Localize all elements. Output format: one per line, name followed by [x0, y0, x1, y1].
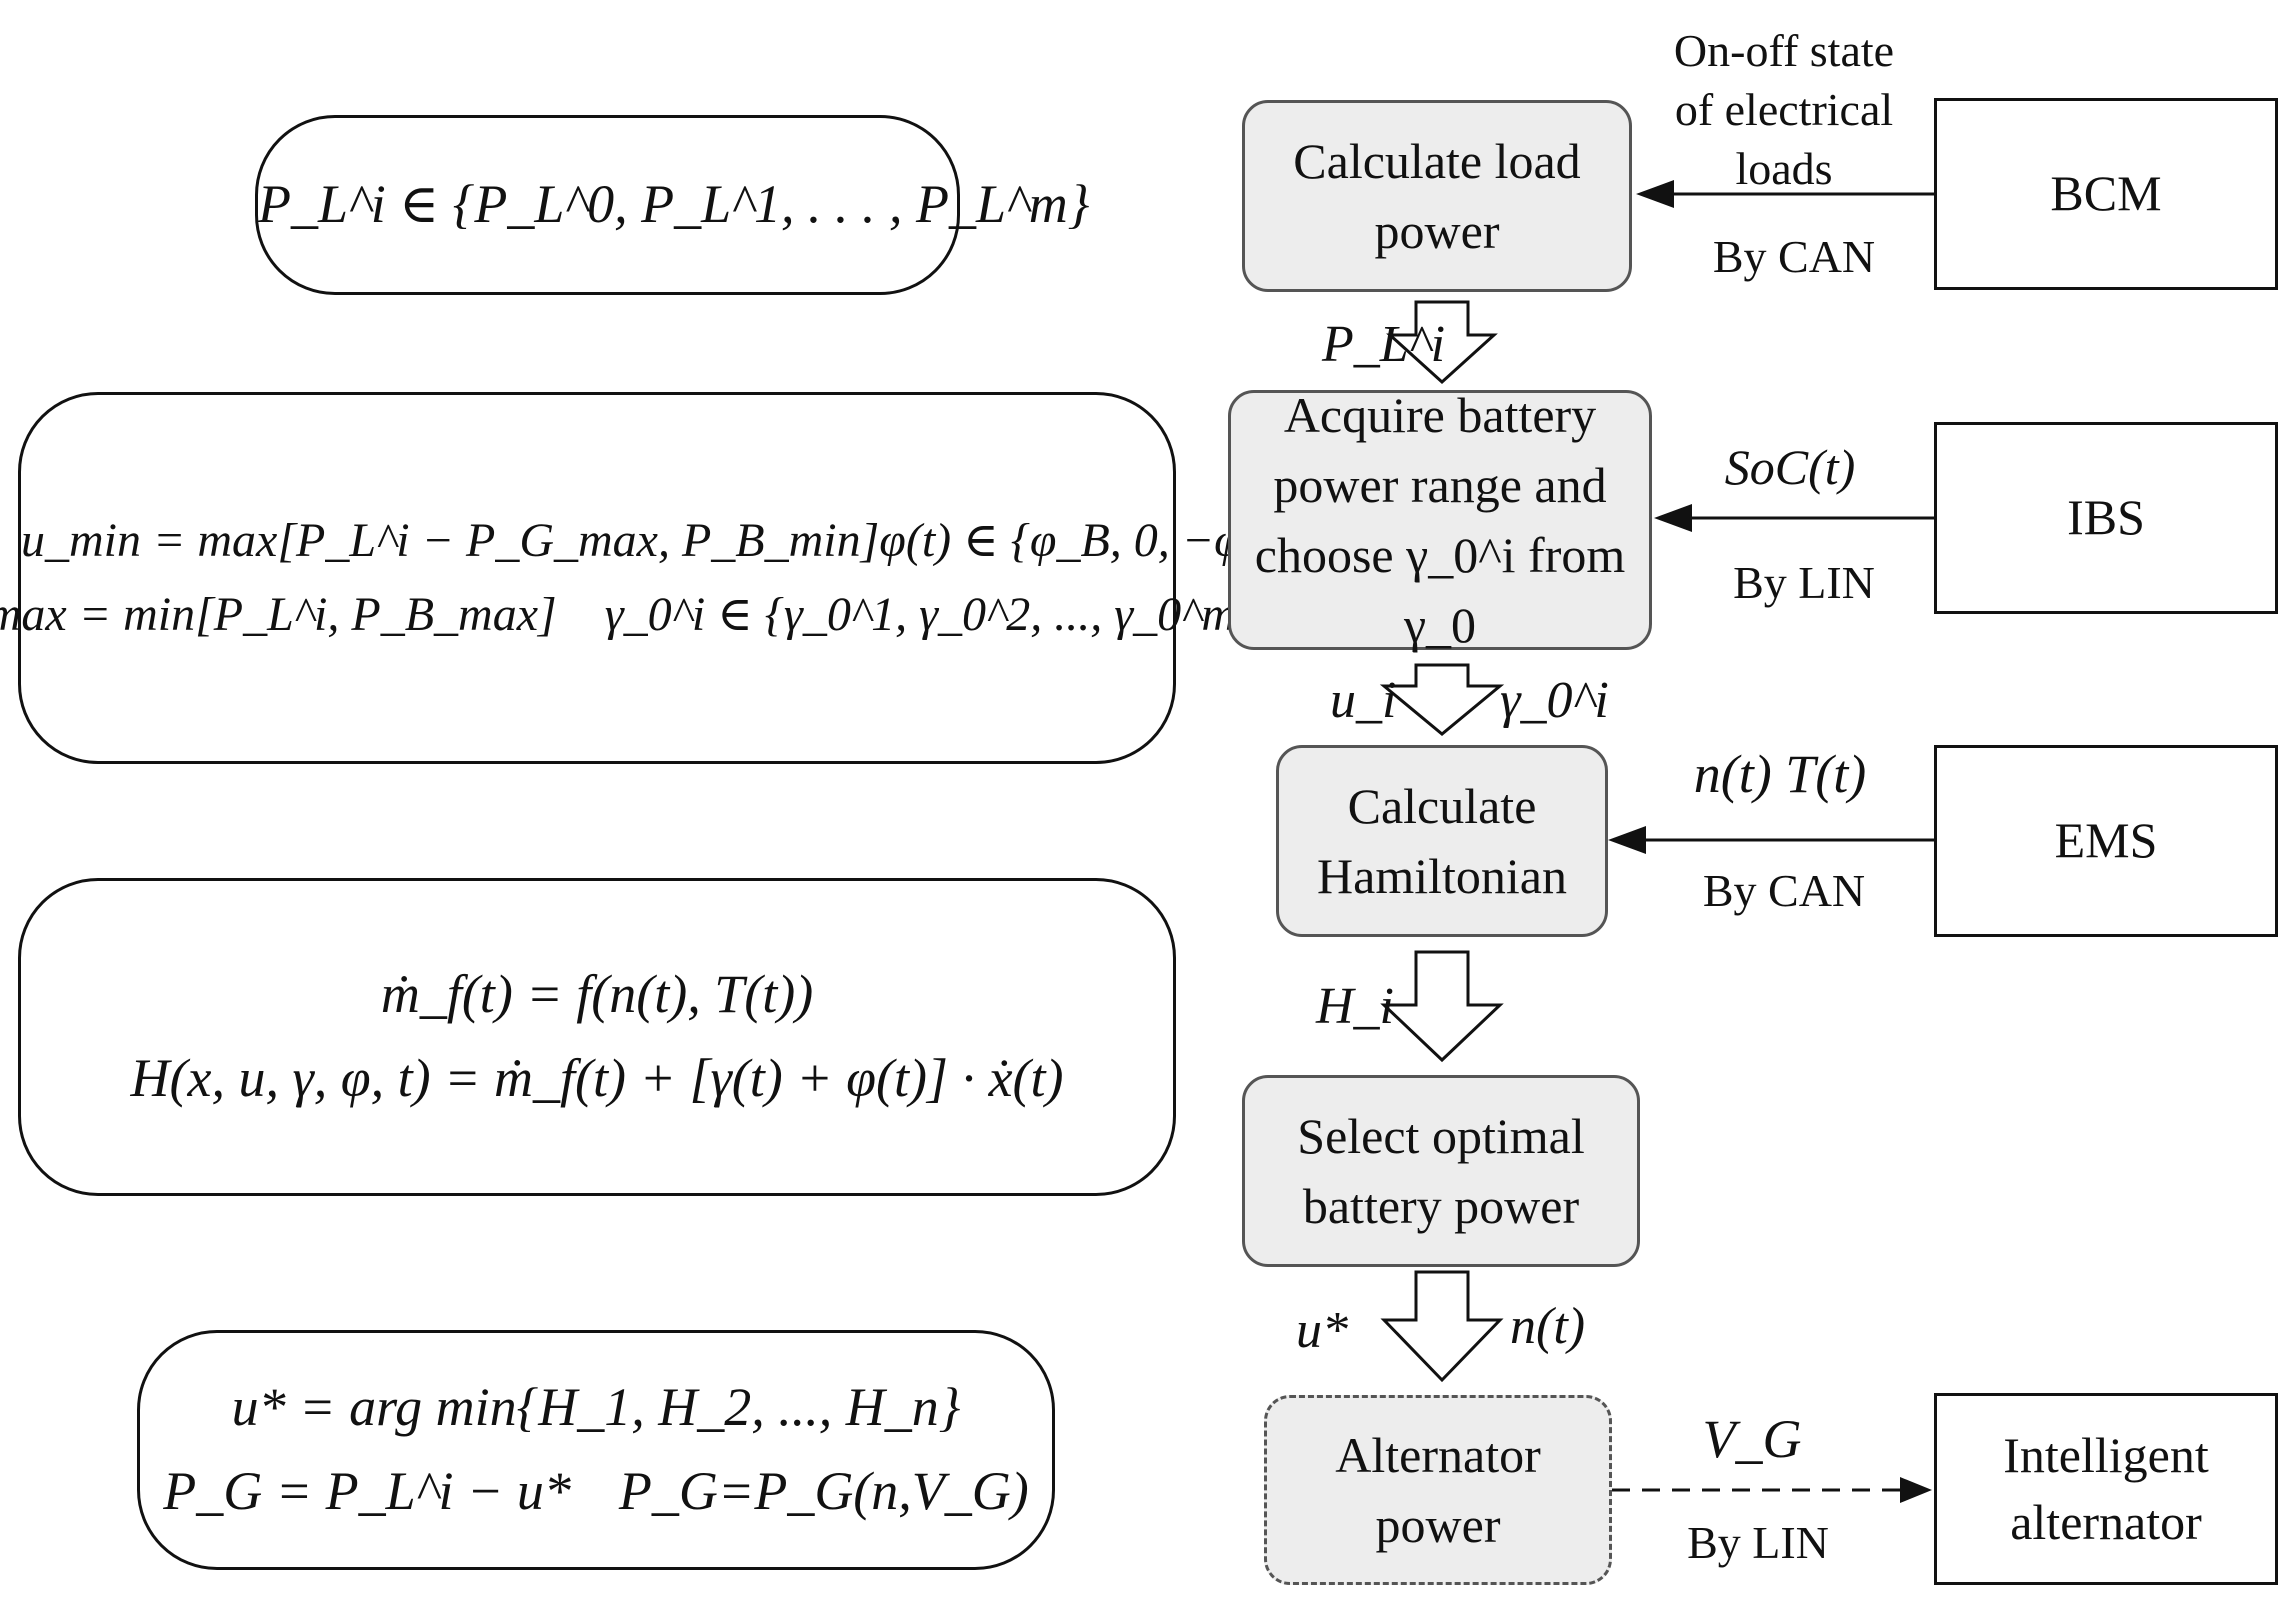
- equation-box-hamiltonian: ṁ_f(t) = f(n(t), T(t)) H(x, u, γ, φ, t) …: [18, 878, 1176, 1196]
- equation-line: H(x, u, γ, φ, t) = ṁ_f(t) + [γ(t) + φ(t)…: [130, 1048, 1064, 1108]
- unit-intelligent-alternator: Intelligent alternator: [1934, 1393, 2278, 1585]
- ems-signal-label: n(t) T(t): [1693, 744, 1867, 804]
- unit-bcm: BCM: [1934, 98, 2278, 290]
- flow-arrow-2: [1379, 663, 1505, 736]
- flow-label-optimal-control: u*: [1296, 1302, 1348, 1359]
- step-line: Select optimal: [1297, 1108, 1585, 1164]
- label-line: loads: [1735, 142, 1833, 194]
- step-line: power range and: [1273, 457, 1607, 513]
- ems-link-arrowhead: [1608, 826, 1646, 854]
- label-line: On-off state: [1673, 25, 1895, 76]
- flow-arrow-4: [1380, 1270, 1504, 1383]
- equation-line: u_max = min[P_L^i, P_B_max]: [0, 588, 557, 641]
- bcm-link-arrowhead: [1636, 180, 1674, 208]
- ibs-signal-label: SoC(t): [1724, 439, 1856, 495]
- unit-label: IBS: [2067, 489, 2145, 546]
- equation-line-pair: P_G = P_L^i − u* P_G=P_G(n,V_G): [140, 1450, 1052, 1534]
- step-line: Alternator: [1335, 1427, 1541, 1483]
- unit-ems: EMS: [1934, 745, 2278, 937]
- flow-label-control: u_i: [1330, 672, 1397, 729]
- equation-line: ṁ_f(t) = f(n(t), T(t)): [380, 964, 814, 1025]
- flow-arrow-1: [1386, 300, 1498, 385]
- bcm-bus-label: By CAN: [1712, 231, 1876, 282]
- equation-line-pair: u_max = min[P_L^i, P_B_max] γ_0^i ∈ {γ_0…: [0, 578, 1255, 652]
- unit-label: alternator: [2010, 1494, 2202, 1550]
- step-line: Calculate: [1347, 778, 1537, 834]
- step-acquire-battery-power-range: Acquire battery power range and choose γ…: [1228, 387, 1652, 653]
- step-select-optimal-battery-power: Select optimal battery power: [1242, 1075, 1640, 1267]
- equation-box-battery-power-range: u_min = max[P_L^i − P_G_max, P_B_min]φ(t…: [0, 392, 1314, 764]
- step-line: battery power: [1302, 1178, 1580, 1234]
- equation-line: u* = arg min{H_1, H_2, ..., H_n}: [231, 1377, 961, 1438]
- step-line: Acquire battery: [1283, 387, 1597, 443]
- equation-line: P_G=P_G(n,V_G): [618, 1461, 1029, 1521]
- unit-label: Intelligent: [2003, 1426, 2209, 1483]
- flow-arrow-3: [1380, 950, 1504, 1063]
- step-line: Calculate load: [1293, 133, 1581, 189]
- step-line: Hamiltonian: [1317, 848, 1567, 904]
- equation-box-optimal-control: u* = arg min{H_1, H_2, ..., H_n} P_G = P…: [137, 1330, 1055, 1570]
- bcm-signal-label: On-off state of electrical loads: [1674, 22, 1894, 199]
- ibs-link-arrowhead: [1654, 504, 1692, 532]
- flow-label-hamiltonian: H_i: [1316, 978, 1394, 1035]
- label-line: of electrical: [1674, 83, 1894, 135]
- unit-label: BCM: [2050, 165, 2162, 222]
- flow-label-load-power: P_L^i: [1322, 316, 1446, 373]
- ibs-bus-label: By LIN: [1733, 557, 1875, 608]
- step-calculate-load-power: Calculate load power: [1242, 100, 1632, 292]
- flow-label-costate: γ_0^i: [1500, 672, 1609, 729]
- equation-line: P_G = P_L^i − u*: [163, 1461, 571, 1521]
- step-line: choose γ_0^i from γ_0: [1254, 527, 1626, 653]
- unit-label: EMS: [2054, 812, 2158, 869]
- step-alternator-power: Alternator power: [1264, 1395, 1612, 1585]
- ems-bus-label: By CAN: [1702, 865, 1866, 916]
- equation-line: P_L^i ∈ {P_L^0, P_L^1, . . . , P_L^m}: [258, 174, 1090, 235]
- alternator-link-arrowhead: [1900, 1477, 1932, 1503]
- equation-box-load-power-set: P_L^i ∈ {P_L^0, P_L^1, . . . , P_L^m}: [255, 115, 1090, 295]
- equation-line: u_min = max[P_L^i − P_G_max, P_B_min]φ(t…: [21, 513, 1314, 567]
- step-line: power: [1375, 1497, 1501, 1553]
- flow-label-speed: n(t): [1510, 1298, 1586, 1355]
- unit-ibs: IBS: [1934, 422, 2278, 614]
- alternator-signal-label: V_G: [1702, 1409, 1802, 1469]
- alternator-bus-label: By LIN: [1687, 1517, 1829, 1568]
- step-line: power: [1374, 203, 1500, 259]
- equation-line: γ_0^i ∈ {γ_0^1, γ_0^2, ..., γ_0^m}: [604, 588, 1256, 641]
- step-calculate-hamiltonian: Calculate Hamiltonian: [1276, 745, 1608, 937]
